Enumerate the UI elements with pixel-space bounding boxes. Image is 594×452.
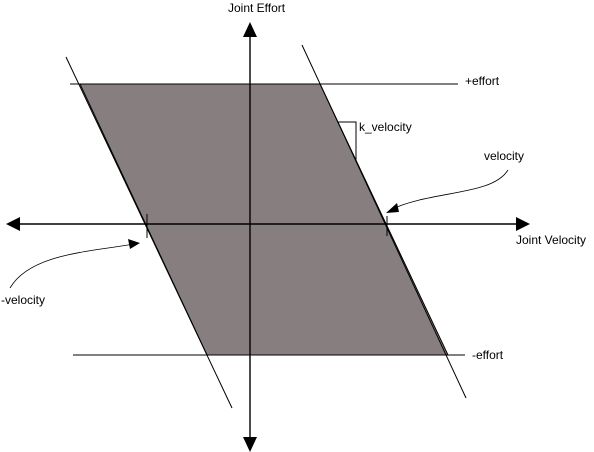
k-velocity-label: k_velocity — [359, 120, 412, 134]
positive-velocity-limit-line — [301, 44, 467, 399]
neg-velocity-callout-arrow-icon — [128, 239, 140, 249]
y-axis-label: Joint Effort — [228, 1, 286, 15]
negative-velocity-limit-line — [65, 56, 233, 409]
x-axis-left-arrow-icon — [6, 217, 20, 231]
neg-velocity-callout-curve — [9, 243, 135, 289]
velocity-callout-curve — [389, 169, 509, 211]
neg-velocity-label: -velocity — [1, 293, 45, 307]
velocity-callout-arrow-icon — [386, 203, 399, 213]
k-velocity-bracket — [338, 121, 357, 162]
upper-effort-label: +effort — [465, 74, 500, 88]
x-axis-label: Joint Velocity — [516, 233, 586, 247]
lower-effort-label: -effort — [472, 348, 504, 362]
velocity-label: velocity — [484, 149, 524, 163]
y-axis-up-arrow-icon — [243, 22, 257, 37]
x-axis-right-arrow-icon — [516, 217, 530, 231]
y-axis-down-arrow-icon — [243, 437, 257, 452]
